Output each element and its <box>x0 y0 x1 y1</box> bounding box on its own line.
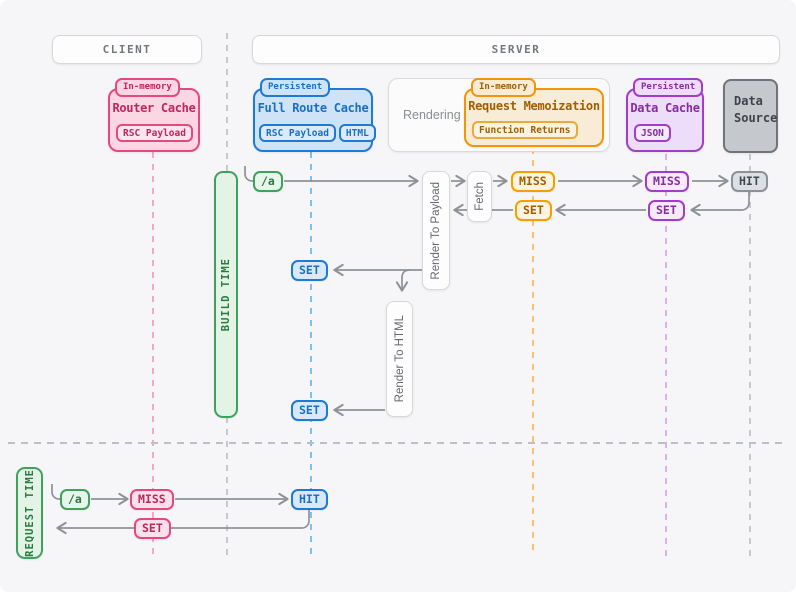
router-cache-title: Router Cache <box>112 101 196 115</box>
node-memoization-miss: MISS <box>511 171 555 192</box>
card-full-route-cache: Persistent Full Route Cache RSC Payload … <box>253 78 376 152</box>
client-header: CLIENT <box>52 35 202 64</box>
server-header-label: SERVER <box>491 43 541 56</box>
card-data-cache: Persistent Data Cache JSON <box>626 78 704 152</box>
data-cache-title: Data Cache <box>630 101 700 115</box>
node-full-route-set-payload: SET <box>291 260 328 281</box>
render-to-payload-label: Render To Payload <box>430 181 442 280</box>
router-cache-badge: In-memory <box>115 78 180 97</box>
card-request-memoization: In-memory Request Memoization Function R… <box>464 78 604 147</box>
node-memoization-set: SET <box>515 200 552 221</box>
card-router-cache: In-memory Router Cache RSC Payload <box>108 78 200 152</box>
data-cache-tag-json: JSON <box>634 124 671 142</box>
connectors <box>51 166 750 535</box>
client-header-label: CLIENT <box>102 43 152 56</box>
node-data-cache-miss: MISS <box>645 171 689 192</box>
box-render-to-payload: Render To Payload <box>422 171 450 290</box>
data-cache-badge: Persistent <box>633 78 704 97</box>
node-data-source-hit: HIT <box>731 171 768 192</box>
node-router-cache-miss: MISS <box>130 489 174 510</box>
request-memoization-tag-function-returns: Function Returns <box>472 121 578 139</box>
data-source-line2: Source <box>734 111 778 125</box>
lane-request-time: REQUEST TIME <box>16 467 43 559</box>
node-full-route-hit: HIT <box>291 489 328 510</box>
node-router-cache-set: SET <box>134 518 171 539</box>
data-source-line1: Data <box>734 94 763 108</box>
full-route-cache-tag-html: HTML <box>338 124 376 142</box>
node-request-route-a: /a <box>60 489 90 510</box>
request-time-label: REQUEST TIME <box>23 469 36 557</box>
data-source-title: Data Source <box>725 81 778 127</box>
box-fetch: Fetch <box>467 171 492 222</box>
node-full-route-set-html: SET <box>291 400 328 421</box>
render-to-html-label: Render To HTML <box>393 315 406 403</box>
full-route-cache-title: Full Route Cache <box>257 101 369 115</box>
lane-build-time: BUILD TIME <box>214 171 238 418</box>
server-header: SERVER <box>252 35 780 64</box>
fetch-label: Fetch <box>473 182 486 211</box>
node-data-cache-set: SET <box>648 200 685 221</box>
request-memoization-title: Request Memoization <box>468 99 600 113</box>
build-time-label: BUILD TIME <box>220 257 232 332</box>
full-route-cache-badge: Persistent <box>260 78 331 97</box>
rendering-label: Rendering <box>403 108 461 122</box>
request-entry-hook <box>51 484 60 500</box>
build-entry-hook <box>244 166 253 182</box>
card-data-source: Data Source <box>723 79 778 153</box>
full-route-cache-tag-rsc-payload: RSC Payload <box>259 124 336 142</box>
node-build-route-a: /a <box>253 171 283 192</box>
router-cache-tag-rsc-payload: RSC Payload <box>116 124 193 142</box>
box-render-to-html: Render To HTML <box>386 301 413 417</box>
request-memoization-badge: In-memory <box>471 78 536 97</box>
